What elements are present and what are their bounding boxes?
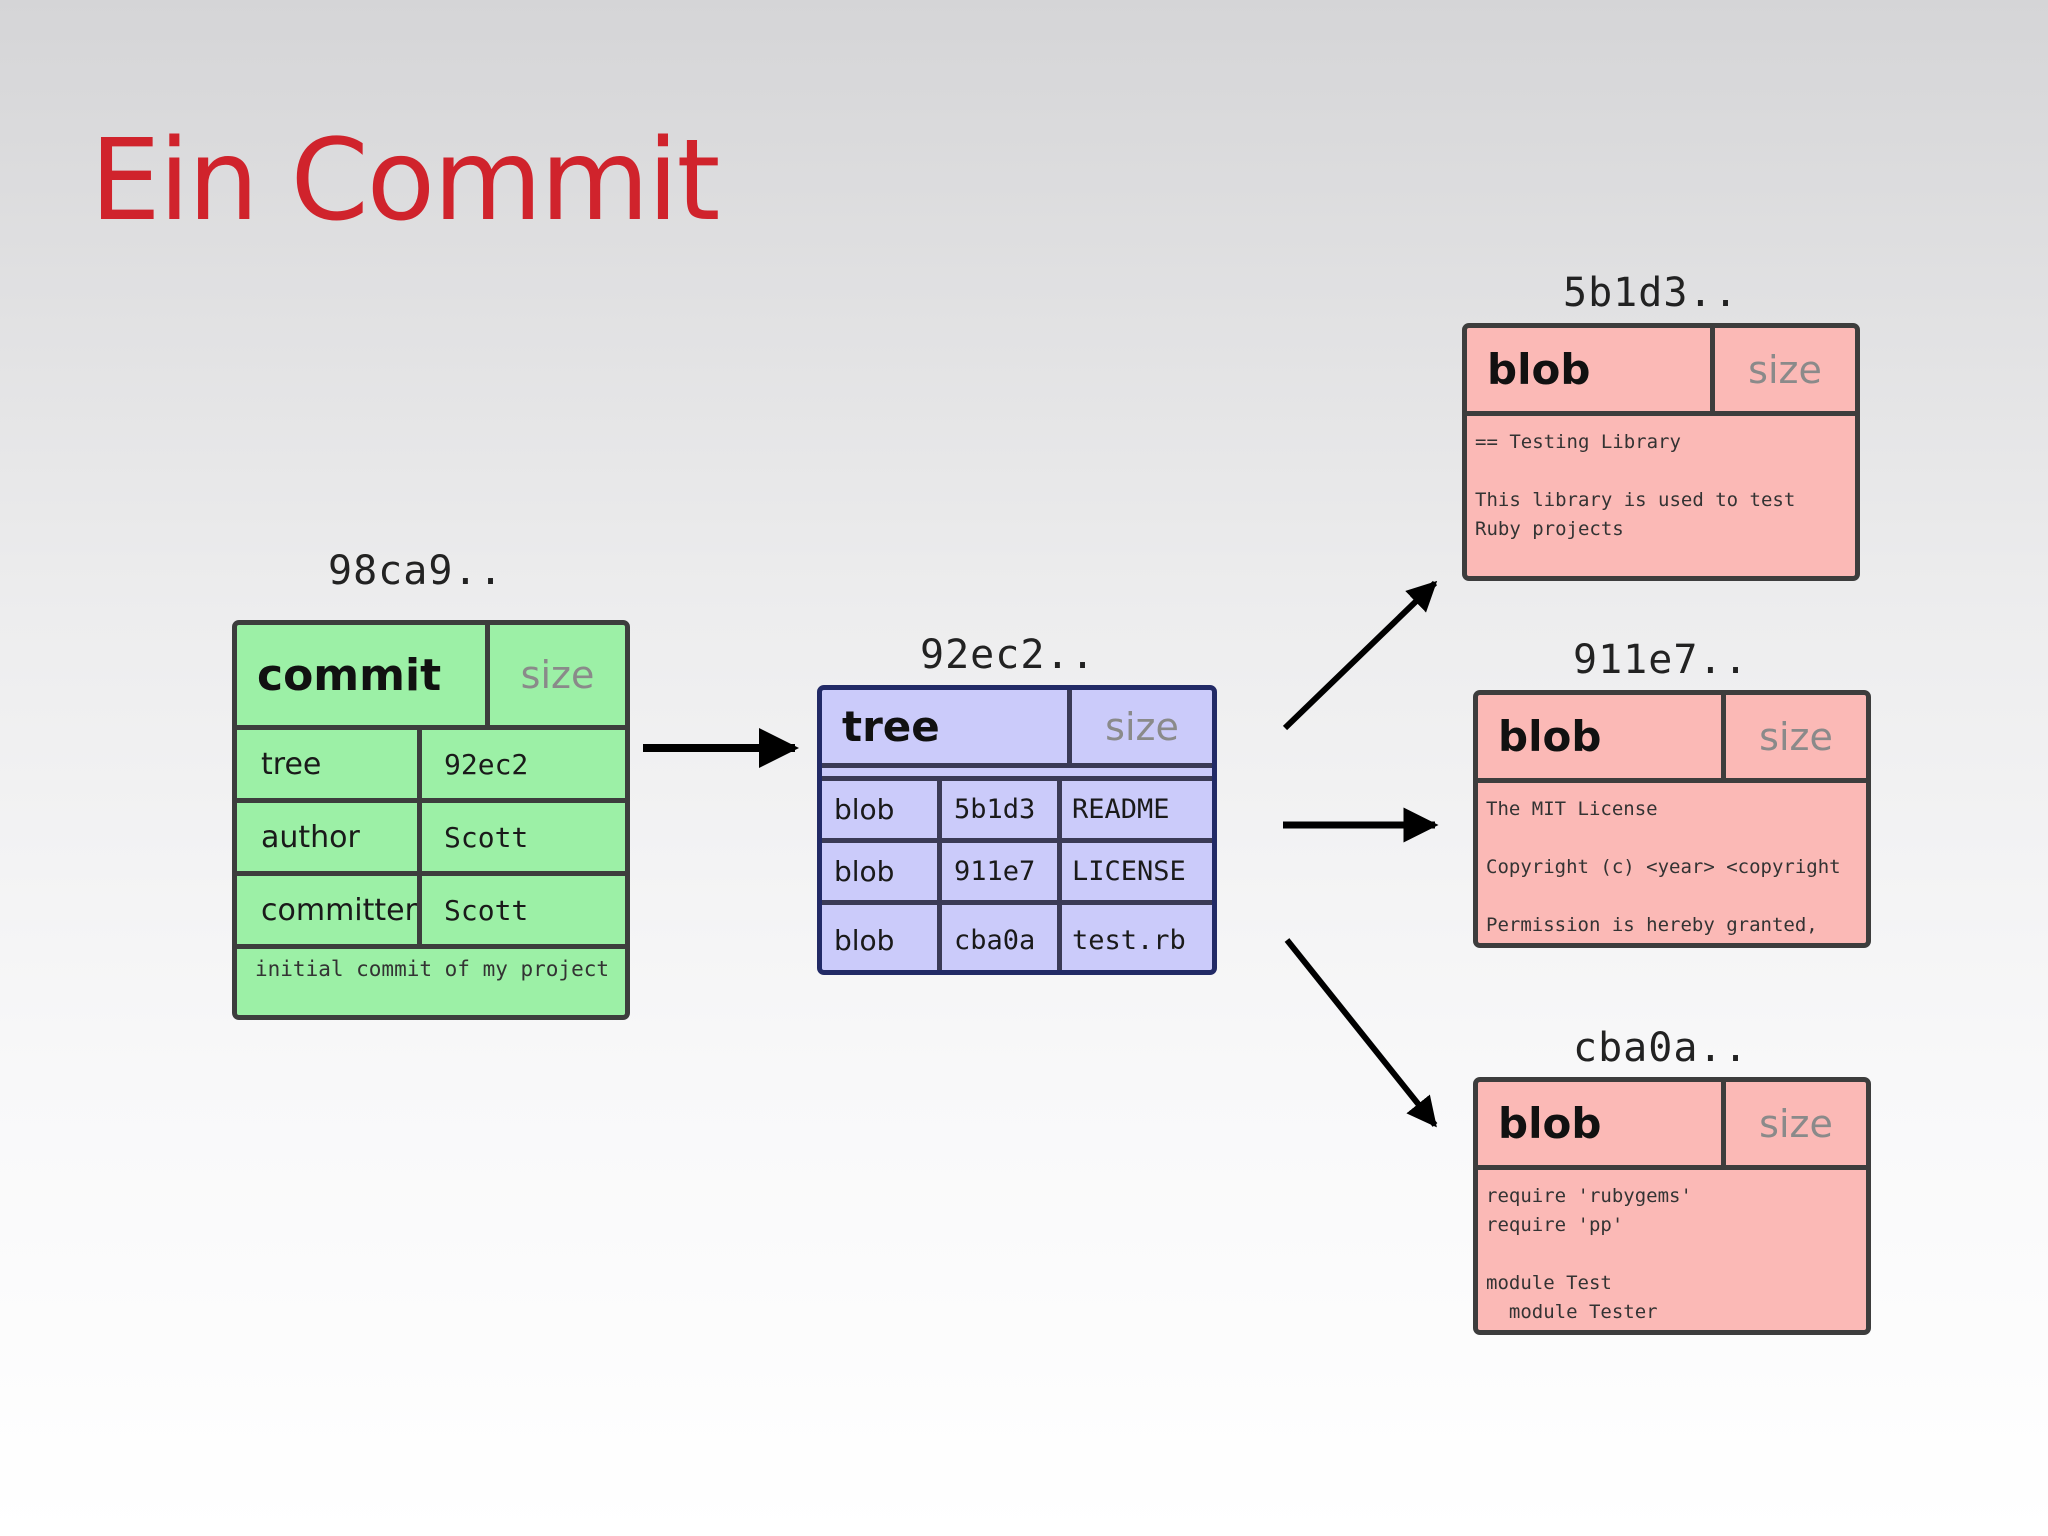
blob-header: blob size <box>1478 1082 1866 1170</box>
commit-field-row: tree 92ec2 <box>237 730 625 803</box>
tree-entry-row: blob 5b1d3 README <box>822 781 1212 843</box>
tree-entry-kind: blob <box>834 793 895 826</box>
blob-type-label: blob <box>1467 328 1715 411</box>
tree-entry-hash: 5b1d3 <box>937 781 1057 838</box>
commit-field-row: author Scott <box>237 803 625 876</box>
blob-type-label: blob <box>1478 1082 1726 1165</box>
blob-content: == Testing Library This library is used … <box>1475 431 1796 540</box>
blob-hash: cba0a.. <box>1573 1025 1749 1071</box>
tree-hash: 92ec2.. <box>920 632 1096 678</box>
commit-header: commit size <box>237 625 625 730</box>
tree-to-blob-arrow <box>1282 580 1438 731</box>
blob-object: blob size The MIT License Copyright (c) … <box>1473 690 1871 948</box>
blob-hash: 911e7.. <box>1573 637 1749 683</box>
blob-object: blob size == Testing Library This librar… <box>1462 323 1860 581</box>
tree-entry-name: LICENSE <box>1057 843 1212 900</box>
commit-message: initial commit of my project <box>255 957 610 981</box>
slide-title: Ein Commit <box>90 116 720 246</box>
tree-entry-hash: cba0a <box>937 905 1057 970</box>
tree-to-blob-arrow <box>1284 938 1438 1128</box>
blob-hash: 5b1d3.. <box>1563 270 1739 316</box>
commit-field-row: committer Scott <box>237 876 625 949</box>
tree-type-label: tree <box>822 690 1072 763</box>
tree-object: tree size blob 5b1d3 README blob 911e7 L… <box>817 685 1217 975</box>
tree-entry-hash: 911e7 <box>937 843 1057 900</box>
tree-entry-name: test.rb <box>1057 905 1212 970</box>
commit-field-key: author <box>261 819 360 855</box>
commit-size-label: size <box>520 653 595 697</box>
tree-entry-kind: blob <box>834 923 895 957</box>
tree-entry-name: README <box>1057 781 1212 838</box>
commit-field-key: tree <box>261 746 322 782</box>
commit-hash: 98ca9.. <box>328 548 504 594</box>
commit-field-value: Scott <box>417 803 625 871</box>
blob-content: The MIT License Copyright (c) <year> <co… <box>1486 798 1841 936</box>
blob-size-label: size <box>1759 714 1833 759</box>
commit-field-value: 92ec2 <box>417 730 625 798</box>
blob-object: blob size require 'rubygems' require 'pp… <box>1473 1077 1871 1335</box>
blob-content: require 'rubygems' require 'pp' module T… <box>1486 1185 1692 1323</box>
commit-object: commit size tree 92ec2 author Scott comm… <box>232 620 630 1020</box>
blob-header: blob size <box>1478 695 1866 783</box>
blob-size-label: size <box>1759 1101 1833 1146</box>
blob-type-label: blob <box>1478 695 1726 778</box>
tree-entry-row: blob cba0a test.rb <box>822 905 1212 970</box>
blob-size-label: size <box>1748 347 1822 392</box>
tree-entry-row: blob 911e7 LICENSE <box>822 843 1212 905</box>
commit-field-value: Scott <box>417 876 625 944</box>
blob-header: blob size <box>1467 328 1855 416</box>
tree-size-label: size <box>1105 704 1179 749</box>
commit-field-key: committer <box>261 892 417 928</box>
commit-type-label: commit <box>237 625 490 725</box>
tree-header: tree size <box>822 690 1212 768</box>
tree-entry-kind: blob <box>834 855 895 888</box>
